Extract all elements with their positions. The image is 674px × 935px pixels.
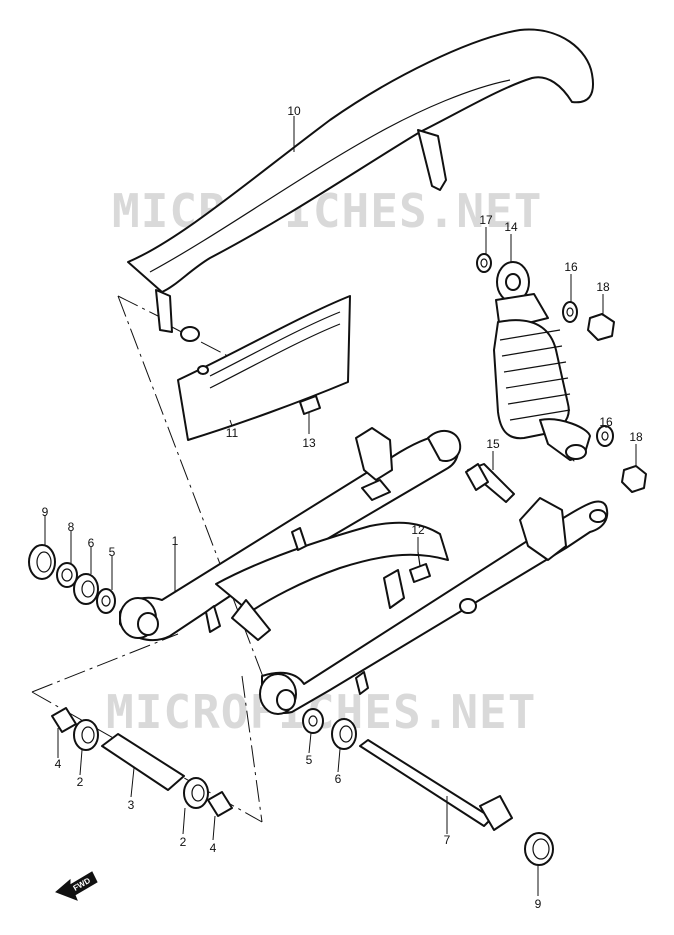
swingarm-part-1 (119, 427, 609, 715)
watermark-top: MICROFICHES.NET (112, 184, 542, 238)
chain-guard-part-11 (177, 295, 351, 441)
hardware-parts (28, 253, 647, 866)
callout-12: 12 (411, 523, 425, 537)
leader-lines (44, 116, 637, 896)
callout-9-lower: 9 (535, 897, 542, 911)
callout-16-upper: 16 (564, 260, 578, 274)
callout-2-right: 2 (180, 835, 187, 849)
callout-18-upper: 18 (596, 280, 610, 294)
callout-17: 17 (479, 213, 493, 227)
callout-7: 7 (444, 833, 451, 847)
callout-15: 15 (486, 437, 500, 451)
callout-13: 13 (302, 436, 316, 450)
callout-18-lower: 18 (629, 430, 643, 444)
callout-14: 14 (504, 220, 518, 234)
callout-8: 8 (68, 520, 75, 534)
callout-11: 11 (226, 426, 239, 440)
shock-absorber-part-14 (493, 261, 591, 461)
chain-case-part-10 (127, 28, 594, 333)
callout-4-right: 4 (210, 841, 217, 855)
callout-labels: 10 11 13 17 14 16 18 16 18 15 12 1 9 8 6… (42, 104, 643, 911)
callout-5-lower: 5 (306, 753, 313, 767)
callout-9-upper: 9 (42, 505, 49, 519)
callout-10: 10 (287, 104, 301, 118)
callout-3: 3 (128, 798, 135, 812)
callout-6-upper: 6 (88, 536, 95, 550)
callout-6-lower: 6 (335, 772, 342, 786)
callout-16-lower: 16 (599, 415, 613, 429)
fwd-direction-icon: FWD (55, 871, 98, 901)
callout-4-left: 4 (55, 757, 62, 771)
callout-2-left: 2 (77, 775, 84, 789)
callout-1: 1 (172, 534, 179, 548)
callout-5-upper: 5 (109, 545, 116, 559)
